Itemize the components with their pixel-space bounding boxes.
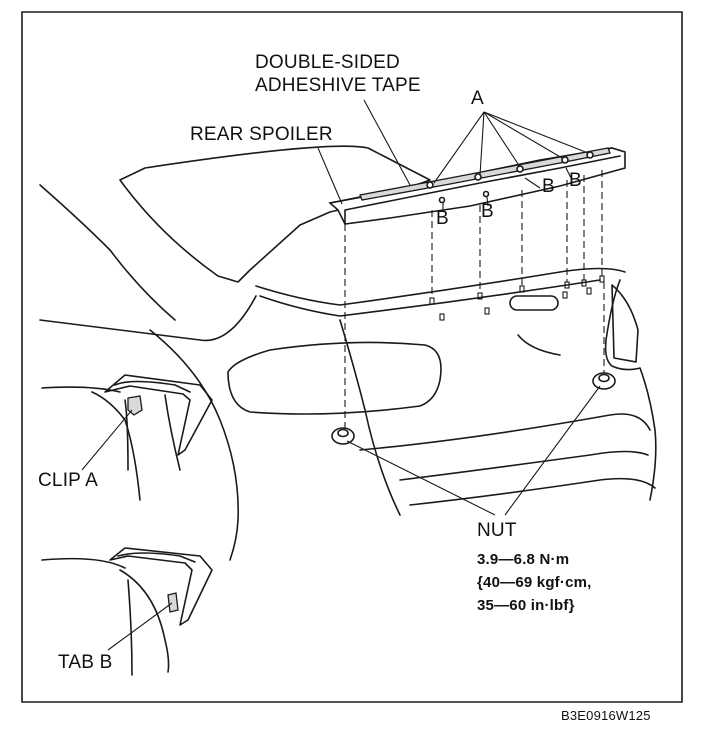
trunk-top-edge bbox=[259, 279, 601, 317]
rear-spoiler-lower-edge bbox=[344, 155, 621, 225]
bumper-lower bbox=[399, 450, 649, 481]
callout-b-3: B bbox=[542, 176, 555, 197]
alignment-lines bbox=[344, 170, 605, 428]
tab-b-label: TAB B bbox=[58, 652, 113, 673]
callout-b-2: B bbox=[481, 201, 494, 222]
body-side-curve bbox=[149, 329, 239, 561]
trunk-bottom-edge bbox=[517, 334, 561, 356]
tab-b-leader bbox=[107, 602, 173, 651]
torque-inlbf: 35—60 in·lbf} bbox=[477, 597, 575, 614]
clip-a-leader bbox=[81, 409, 133, 471]
trunk-holes bbox=[429, 275, 605, 321]
trunk-garnish-slot bbox=[509, 295, 559, 311]
callout-a: A bbox=[471, 88, 484, 109]
rear-window-outline bbox=[119, 145, 431, 283]
roof-line bbox=[39, 184, 176, 321]
border-frame bbox=[21, 11, 683, 703]
tape-label-line1: DOUBLE-SIDED bbox=[255, 52, 400, 73]
right-rear-light bbox=[611, 284, 639, 363]
clip-a-inset bbox=[41, 374, 213, 501]
callout-b-1: B bbox=[436, 208, 449, 229]
torque-kgf: {40—69 kgf·cm, bbox=[477, 574, 592, 591]
tape-label-line2: ADHESHIVE TAPE bbox=[255, 75, 421, 96]
leader-lines bbox=[317, 99, 601, 516]
trunk-lid bbox=[255, 267, 626, 306]
callout-b-4: B bbox=[569, 170, 582, 191]
trunk-side bbox=[339, 319, 401, 516]
adhesive-tape-strip bbox=[359, 147, 611, 201]
bumper-line bbox=[359, 413, 651, 451]
clip-markers bbox=[426, 151, 594, 204]
bumper-bottom bbox=[409, 477, 656, 506]
nut-left bbox=[331, 427, 355, 445]
rear-spoiler-label: REAR SPOILER bbox=[190, 124, 333, 145]
c-pillar bbox=[39, 295, 257, 342]
nut-right bbox=[592, 372, 616, 390]
nut-label: NUT bbox=[477, 520, 517, 541]
tail-light bbox=[227, 341, 442, 415]
tab-b-inset bbox=[41, 547, 213, 676]
figure-code: B3E0916W125 bbox=[561, 708, 651, 723]
clip-a-label: CLIP A bbox=[38, 470, 98, 491]
right-corner bbox=[604, 279, 657, 501]
torque-nm: 3.9—6.8 N·m bbox=[477, 551, 570, 568]
